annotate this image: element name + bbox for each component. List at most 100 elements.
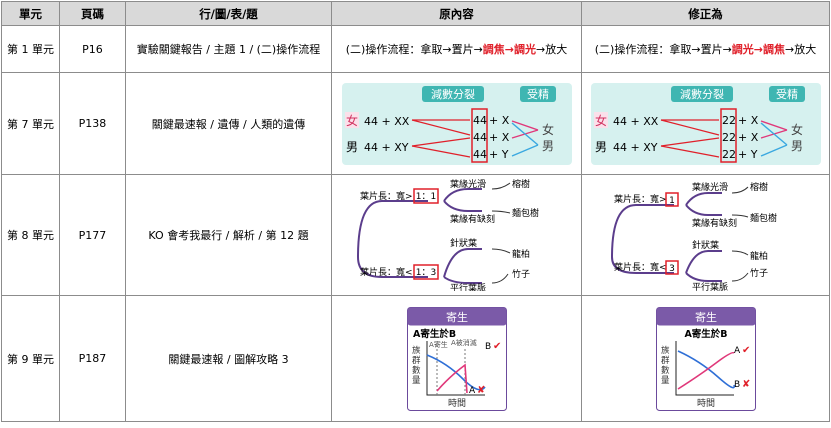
gamete-y: + Y [489, 148, 509, 161]
bottom-ratio-value: 3 [669, 264, 675, 274]
header-original: 原內容 [331, 1, 582, 26]
y-axis-char: 量 [412, 376, 421, 386]
series-a-line [435, 362, 468, 393]
unit-cell: 第 1 單元 [1, 25, 60, 73]
gamete-number: 22 [722, 114, 736, 127]
original-parasitism-card: 寄生 A寄生於B 族 群 數 量 A寄生 [331, 295, 582, 422]
original-flow: (二)操作流程：拿取→置片→調焦→調光→放大 [331, 25, 582, 73]
location-cell: KO 會考我最行 / 解析 / 第 12 題 [125, 174, 332, 296]
gamete-highlight-box [719, 107, 737, 163]
corrected-parasitism-card: 寄生 A寄生於B 族 群 數 量 A B ✔ [581, 295, 830, 422]
location-cell: 關鍵最速報 / 遺傳 / 人類的遺傳 [125, 72, 332, 175]
top-ratio-value: 1：1 [415, 192, 435, 202]
species-label: 榕樹 [750, 181, 768, 193]
page-cell: P187 [59, 295, 126, 422]
annotation-eliminated: A被消滅 [451, 338, 477, 347]
card-subtitle: A寄生於B [684, 328, 727, 340]
y-axis-label: 族 群 數 量 [661, 345, 670, 386]
card-title: 寄生 [446, 310, 468, 324]
fertilization-badge [519, 85, 556, 102]
offspring-male: 男 [542, 139, 554, 153]
corrected-flow: (二)操作流程：拿取→置片→調光→調焦→放大 [581, 25, 830, 73]
flow-suffix: →放大 [785, 43, 817, 56]
key-branches [356, 188, 482, 284]
page-cell: P16 [59, 25, 126, 73]
corrected-leaf-key: 葉片長：寬> 1 葉片長：寬< 3 葉緣光滑 葉緣有缺刻 針狀葉 平行葉脈 榕樹… [581, 174, 830, 296]
y-axis-char: 數 [412, 365, 421, 376]
gamete-highlight-box [470, 107, 488, 163]
male-formula: 44 + XY [613, 141, 658, 154]
bottom-ratio-box [664, 260, 679, 275]
chart-axes [675, 340, 734, 395]
location-cell: 關鍵最速報 / 圖解攻略 3 [125, 295, 332, 422]
female-symbol-bg [344, 111, 359, 128]
table-row: 第 8 單元 P177 KO 會考我最行 / 解析 / 第 12 題 [1, 174, 830, 296]
female-formula: 44 + XX [613, 115, 659, 128]
leaf-key-svg: 葉片長：寬> 1 葉片長：寬< 3 葉緣光滑 葉緣有缺刻 針狀葉 平行葉脈 榕樹… [610, 181, 777, 291]
page-cell: P177 [59, 174, 126, 296]
meiosis-badge [421, 85, 484, 102]
flow-second-step: 調光 [514, 43, 537, 56]
meiosis-arrows [411, 118, 470, 158]
notched-edge-label: 葉緣有缺刻 [450, 213, 495, 225]
genetics-diagram-svg: 減數分裂 受精 女 44 + XX 男 44 + XY 22 22 22 [590, 82, 821, 165]
species-links [731, 186, 748, 282]
gamete-number: 44 [473, 114, 487, 127]
y-axis-char: 數 [661, 365, 670, 376]
unit-cell: 第 9 單元 [1, 295, 60, 422]
gamete-number: 44 [473, 148, 487, 161]
smooth-edge-label: 葉緣光滑 [692, 181, 728, 193]
flow-arrow: → [504, 43, 515, 56]
series-a-label: A [469, 386, 476, 396]
species-label: 麵包樹 [512, 207, 539, 219]
card-banner [407, 307, 506, 325]
check-icon: ✔ [493, 341, 501, 352]
card-banner [656, 307, 755, 325]
gamete-x: + X [489, 114, 510, 127]
top-ratio-box [664, 192, 679, 207]
annotation-host: A寄生 [429, 340, 448, 349]
y-axis-char: 群 [412, 355, 421, 366]
flow-prefix: (二)操作流程：拿取→置片→ [345, 43, 483, 56]
offspring-female: 女 [791, 122, 803, 137]
cross-icon: ✘ [742, 379, 750, 390]
female-symbol-bg [593, 111, 608, 128]
cross-icon: ✘ [477, 385, 485, 396]
species-label: 麵包樹 [750, 212, 777, 224]
fertilization-lines [511, 119, 538, 157]
y-axis-label: 族 群 數 量 [412, 345, 421, 386]
top-ratio-value: 1 [669, 196, 675, 206]
female-label: 女 [595, 113, 607, 128]
gamete-x: + X [738, 114, 759, 127]
diagram-background [590, 82, 821, 165]
smooth-edge-label: 葉緣光滑 [450, 179, 486, 190]
genetics-diagram-svg: 減數分裂 受精 女 44 + XX 男 44 + XY 44 44 44 [341, 82, 572, 165]
y-axis-char: 族 [661, 345, 670, 356]
series-a-line [677, 351, 735, 390]
unit-cell: 第 7 單元 [1, 72, 60, 175]
species-label: 龍柏 [750, 250, 768, 262]
header-page: 頁碼 [59, 1, 126, 26]
top-ratio-label: 葉片長：寬> [360, 190, 413, 202]
series-b-label: B [485, 342, 491, 352]
flow-prefix: (二)操作流程：拿取→置片→ [594, 43, 732, 56]
original-leaf-key: 葉片長：寬> 1：1 葉片長：寬< 1：3 葉緣光滑 葉緣有缺刻 針狀葉 平行葉… [331, 174, 582, 296]
notched-edge-label: 葉緣有缺刻 [692, 217, 737, 229]
gamete-x: + X [738, 131, 759, 144]
female-label: 女 [346, 113, 358, 128]
header-row: 單元 頁碼 行/圖/表/題 原內容 修正為 [1, 1, 830, 26]
card-title: 寄生 [695, 310, 717, 324]
series-b-line [677, 349, 735, 388]
species-label: 榕樹 [512, 179, 530, 190]
offspring-female: 女 [542, 122, 554, 137]
male-label: 男 [595, 140, 607, 154]
meiosis-arrows [660, 118, 719, 158]
corrected-genetics-diagram: 減數分裂 受精 女 44 + XX 男 44 + XY 22 22 22 [581, 72, 830, 175]
gamete-number: 22 [722, 131, 736, 144]
parasitism-card-svg: 寄生 A寄生於B 族 群 數 量 A B ✔ [655, 306, 756, 411]
species-label: 龍柏 [512, 248, 530, 260]
fertilization-badge [768, 85, 805, 102]
diagram-background [341, 82, 572, 165]
flow-arrow: → [753, 43, 764, 56]
